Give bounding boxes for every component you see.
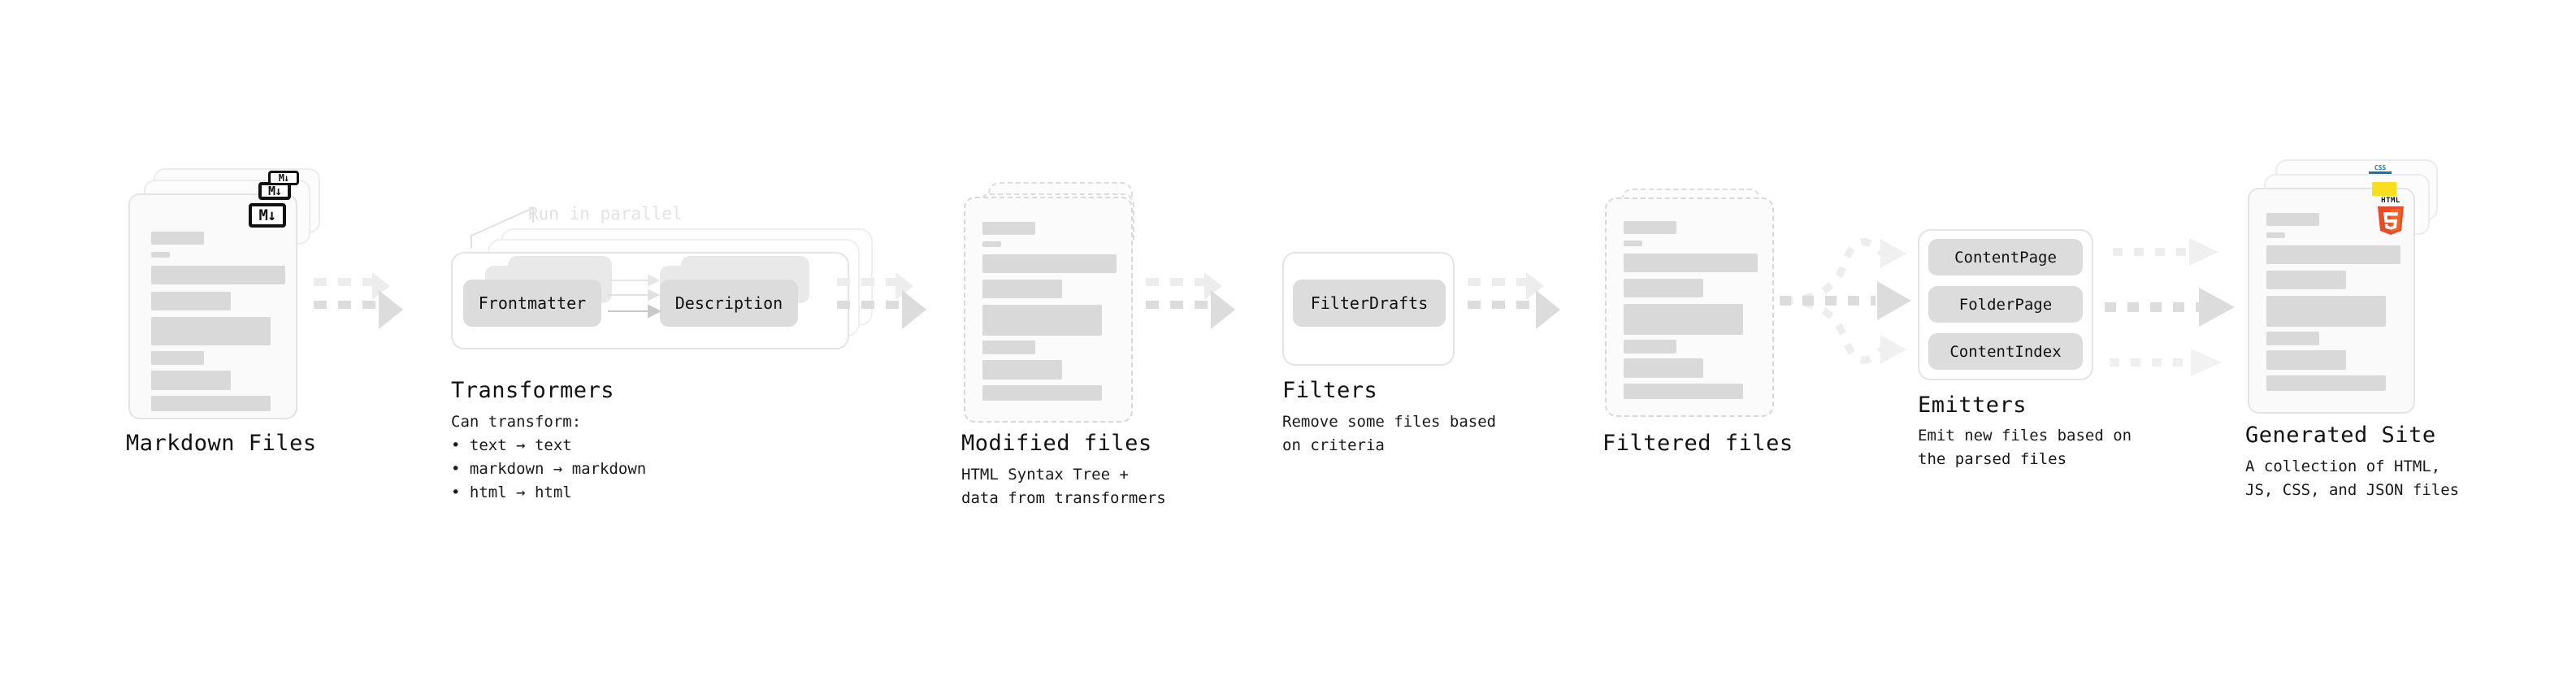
arrow-emitters-to-site — [2105, 234, 2259, 380]
skeleton-line — [2266, 332, 2319, 345]
generated-site-desc: A collection of HTML, JS, CSS, and JSON … — [2245, 458, 2460, 499]
skeleton-line — [151, 317, 271, 345]
skeleton-line — [1624, 358, 1703, 378]
run-in-parallel-label: Run in parallel — [528, 204, 683, 223]
skeleton-line — [982, 360, 1062, 380]
arrow-modified-to-filters — [1146, 270, 1260, 343]
skeleton-line — [151, 266, 285, 284]
skeleton-line — [982, 241, 1001, 247]
skeleton-line — [2266, 232, 2285, 238]
skeleton-line — [151, 292, 231, 310]
skeleton-line — [982, 254, 1117, 273]
pill-filterdrafts[interactable]: FilterDrafts — [1293, 280, 1446, 327]
filters-desc: Remove some files based on criteria — [1282, 413, 1497, 454]
skeleton-line — [982, 340, 1035, 354]
generated-site-title: Generated Site — [2245, 423, 2436, 448]
pill-folderpage[interactable]: FolderPage — [1928, 286, 2083, 323]
filters-title: Filters — [1282, 378, 1378, 403]
skeleton-line — [2266, 375, 2386, 391]
markdown-icon-ghost-2: M↓ — [268, 171, 299, 185]
markdown-files-title: Markdown Files — [126, 431, 317, 456]
skeleton-line — [2266, 213, 2319, 226]
skeleton-line — [151, 232, 204, 245]
modified-files-desc: HTML Syntax Tree + data from transformer… — [961, 466, 1166, 507]
skeleton-line — [2266, 271, 2346, 289]
skeleton-line — [1624, 384, 1743, 399]
filtered-files-title: Filtered files — [1602, 431, 1793, 456]
pill-contentindex[interactable]: ContentIndex — [1928, 333, 2083, 370]
markdown-icon-ghost-1: M↓ — [258, 182, 291, 200]
pill-frontmatter[interactable]: Frontmatter — [463, 280, 601, 327]
skeleton-line — [2266, 296, 2386, 327]
html5-icon: HTML — [2374, 197, 2407, 237]
html5-icon-caption: HTML — [2381, 197, 2400, 205]
arrow-transformers-to-modified — [837, 270, 951, 343]
skeleton-line — [151, 371, 231, 390]
arrow-markdown-to-transformers — [314, 270, 419, 343]
skeleton-line — [2266, 350, 2346, 370]
emitters-desc: Emit new files based on the parsed files — [1918, 427, 2132, 468]
run-in-parallel-bracket — [470, 202, 575, 250]
transformers-desc: Can transform: • text → text • markdown … — [451, 413, 647, 501]
skeleton-line — [1624, 221, 1676, 234]
skeleton-line — [1624, 304, 1743, 335]
skeleton-line — [982, 280, 1062, 298]
skeleton-line — [151, 351, 204, 365]
pill-contentpage[interactable]: ContentPage — [1928, 239, 2083, 275]
emitters-title: Emitters — [1918, 393, 2027, 418]
javascript-icon — [2372, 182, 2396, 196]
css3-icon: CSS — [2369, 164, 2392, 174]
skeleton-line — [151, 252, 170, 258]
arrow-filtered-to-emitters — [1780, 228, 1926, 374]
skeleton-line — [2266, 245, 2400, 264]
skeleton-line — [982, 385, 1102, 401]
skeleton-line — [1624, 279, 1703, 297]
markdown-icon: M↓ — [249, 203, 286, 228]
modified-files-title: Modified files — [961, 431, 1152, 456]
skeleton-line — [1624, 241, 1642, 246]
transform-flow-arrows — [608, 274, 662, 328]
transformers-title: Transformers — [451, 378, 615, 403]
skeleton-line — [1624, 254, 1758, 272]
arrow-filters-to-filtered — [1468, 270, 1581, 343]
skeleton-line — [1624, 340, 1676, 354]
skeleton-line — [151, 396, 271, 411]
skeleton-line — [982, 305, 1102, 336]
skeleton-line — [982, 222, 1035, 235]
pill-description[interactable]: Description — [660, 280, 798, 327]
